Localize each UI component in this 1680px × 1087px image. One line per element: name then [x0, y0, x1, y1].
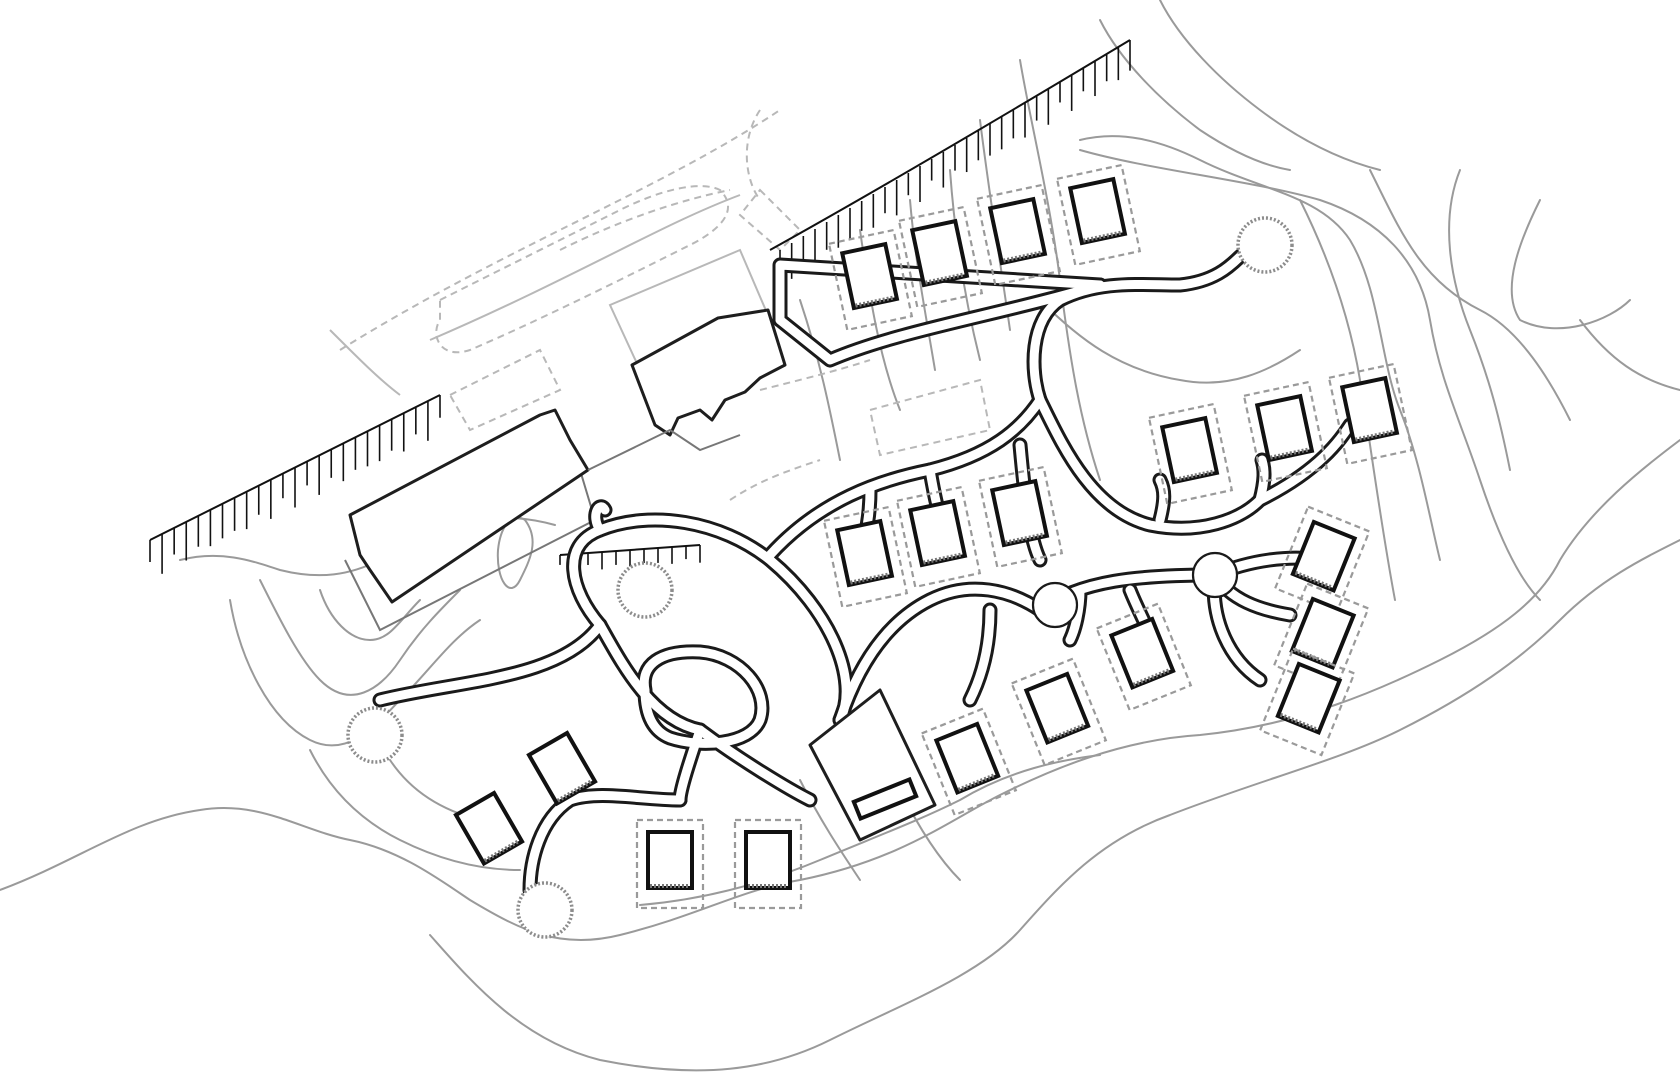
round-planter-southwest: [516, 881, 574, 939]
cabin: [1147, 402, 1234, 506]
cabin-deck: [897, 205, 984, 309]
path-junction-central: [1031, 581, 1079, 629]
cabin-deck: [822, 505, 909, 609]
pool-deck: [808, 688, 937, 842]
cabin-deck: [895, 485, 982, 589]
cabin-deck: [1055, 163, 1142, 267]
cabin-deck: [1095, 602, 1193, 712]
retaining-walls: [149, 39, 1131, 574]
cabin: [1010, 657, 1108, 767]
main-buildings: [344, 308, 787, 632]
round-planter-west: [346, 706, 404, 764]
main-lodge-building: [348, 408, 590, 604]
cabin: [920, 707, 1018, 817]
cabin: [1327, 362, 1414, 466]
cabin-footprint: [1275, 661, 1343, 735]
cabin-deck: [1147, 402, 1234, 506]
cabin: [822, 505, 909, 609]
cabin-footprint: [907, 498, 968, 568]
cabin-footprint: [526, 730, 598, 807]
cabin-deck: [1010, 657, 1108, 767]
cabin-footprint: [933, 721, 1001, 795]
cabin-porch-line: [1047, 722, 1087, 742]
cabin-deck: [635, 818, 705, 910]
cabin-deck: [827, 228, 914, 332]
cabin-porch-line: [1132, 667, 1172, 687]
cabin-porch-line: [556, 779, 594, 803]
cabin-porch-line: [483, 839, 521, 863]
annex-building: [630, 308, 787, 437]
cabin: [977, 465, 1064, 569]
cabin: [827, 228, 914, 332]
cabin: [453, 790, 525, 867]
cabin: [1055, 163, 1142, 267]
cabins-group: [453, 163, 1414, 910]
cabin-footprint: [1254, 393, 1315, 463]
cabin-footprint: [989, 478, 1050, 548]
cabin-footprint: [1023, 671, 1091, 745]
cabin-footprint: [646, 830, 694, 890]
cabin: [1095, 602, 1193, 712]
existing-parking-and-road: [329, 109, 992, 501]
cabin: [895, 485, 982, 589]
cabin: [733, 818, 803, 910]
cabin-footprint: [1159, 415, 1220, 485]
round-planter-north: [1236, 216, 1294, 274]
round-planter-lodge: [616, 561, 674, 619]
cabin: [526, 730, 598, 807]
cabin-deck: [977, 465, 1064, 569]
cabin-footprint: [1339, 375, 1400, 445]
cabin-footprint: [839, 241, 900, 311]
pool-area: [808, 688, 937, 842]
circular-nodes: [346, 216, 1294, 939]
cabin: [975, 183, 1062, 287]
cabin-footprint: [744, 830, 792, 890]
cabin-deck: [920, 707, 1018, 817]
cabin-footprint: [834, 518, 895, 588]
cabin-deck: [975, 183, 1062, 287]
cabin: [635, 818, 705, 910]
cabin-deck: [1242, 380, 1329, 484]
cabin-footprint: [987, 196, 1048, 266]
pool: [851, 776, 919, 822]
cabin-deck: [733, 818, 803, 910]
cabin-footprint: [1290, 519, 1358, 593]
cabin-footprint: [1108, 616, 1176, 690]
path-junction-east: [1191, 551, 1239, 599]
cabin-footprint: [909, 218, 970, 288]
cabin: [897, 205, 984, 309]
cabin-footprint: [453, 790, 525, 867]
cabin-deck: [1327, 362, 1414, 466]
cabin-footprint: [1067, 176, 1128, 246]
cabin: [1242, 380, 1329, 484]
cabin-footprint: [1289, 596, 1357, 670]
